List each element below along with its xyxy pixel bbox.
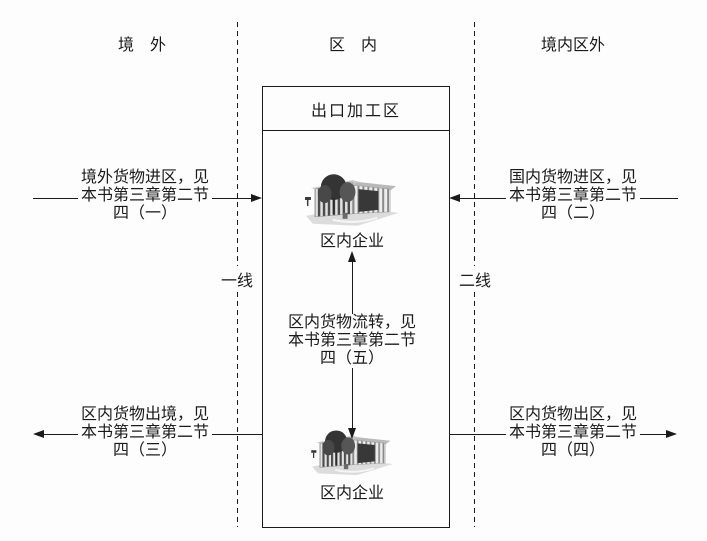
flow-note-line: 四（二） [540,205,606,222]
flow-note-line: 本书第三章第二节 [508,424,638,441]
flow-note-line: 本书第三章第二节 [80,187,210,204]
arrowhead-left-icon [33,430,44,438]
arrowhead-up-icon [348,251,356,262]
flow-note-line: 区内货物出区，见 [508,406,638,423]
region-label-outside-border: 境 外 [117,37,167,54]
flow-note-line: 四（五） [319,350,385,367]
flow-note-line: 四（三） [112,442,178,459]
flow-note-center: 区内货物流转，见 本书第三章第二节 四（五） [284,314,420,368]
flow-note-line: 境外货物进区，见 [80,169,210,186]
arrowhead-left-icon [449,194,460,202]
flow-note-line: 国内货物进区，见 [508,169,638,186]
flow-note-line: 四（一） [112,205,178,222]
flow-note-line: 本书第三章第二节 [80,424,210,441]
flow-note-line: 四（四） [540,442,606,459]
flow-note-line: 本书第三章第二节 [508,187,638,204]
enterprise-building-illustration-top [303,173,401,227]
export-processing-zone-box: 出口加工区 [262,86,450,528]
flow-note-line: 区内货物出境，见 [80,406,210,423]
arrowhead-down-icon [348,428,356,439]
first-line-label: 一线 [220,266,254,292]
enterprise-label-bottom: 区内企业 [319,485,385,502]
enterprise-label-top: 区内企业 [319,233,385,250]
flow-note-line: 区内货物流转，见 [287,314,417,331]
flow-note-bottom-left: 区内货物出境，见 本书第三章第二节 四（三） [77,406,213,460]
flow-note-top-right: 国内货物进区，见 本书第三章第二节 四（二） [505,169,641,223]
flow-note-top-left: 境外货物进区，见 本书第三章第二节 四（一） [77,169,213,223]
region-label-inside-border-outside-zone: 境内区外 [540,37,606,54]
region-label-inside-zone: 区 内 [328,37,378,54]
flow-note-bottom-right: 区内货物出区，见 本书第三章第二节 四（四） [505,406,641,460]
arrowhead-right-icon [251,194,262,202]
arrowhead-right-icon [666,430,677,438]
zone-box-title: 出口加工区 [310,102,401,120]
zone-box-header: 出口加工区 [263,87,449,131]
second-line-label: 二线 [458,266,492,292]
flow-note-line: 本书第三章第二节 [287,332,417,349]
